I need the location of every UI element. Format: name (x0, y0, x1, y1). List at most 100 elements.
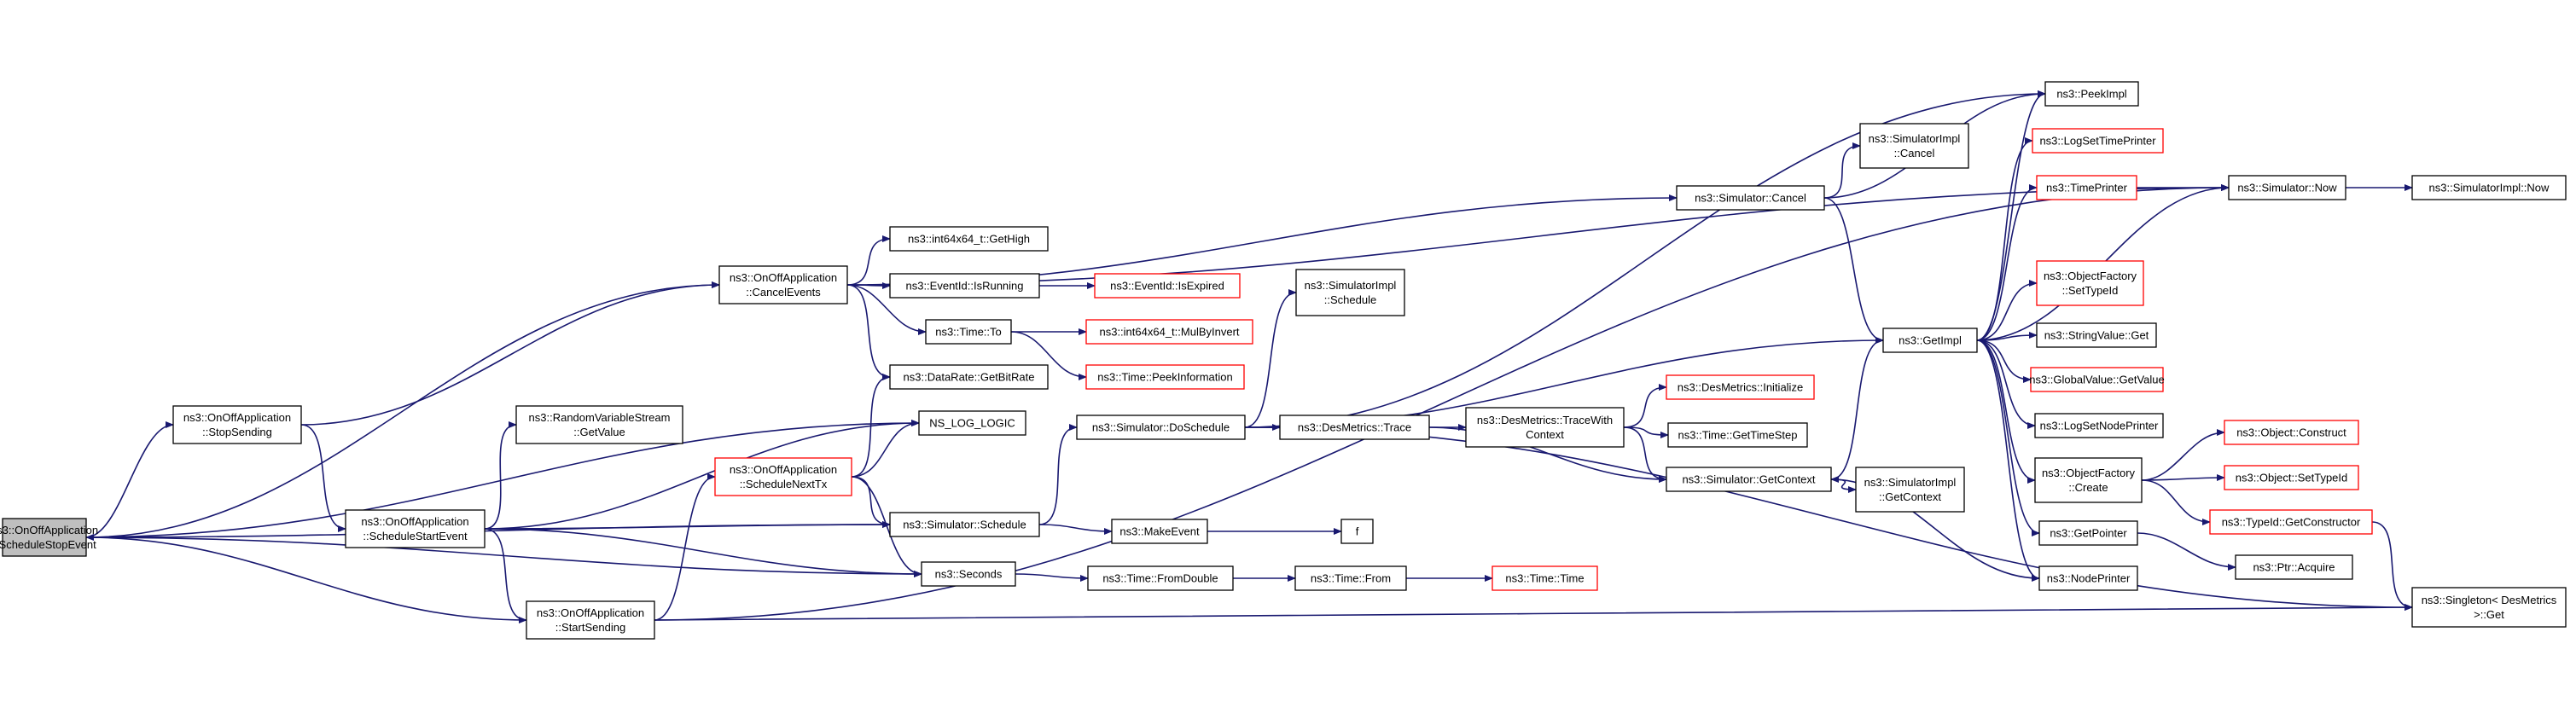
node-timetime[interactable]: ns3::Time::Time (1492, 565, 1598, 591)
edge-line (1244, 426, 2413, 611)
edge-timeto-to-peekinfo (1010, 331, 1087, 380)
edge-stopevent-to-nslog (85, 420, 920, 538)
node-stopsending[interactable]: ns3::OnOffApplication::StopSending (172, 405, 302, 444)
node-timeprinter[interactable]: ns3::TimePrinter (2036, 175, 2137, 200)
edge-ofcreate-to-objconstruct (2141, 429, 2225, 481)
node-box (1666, 374, 1815, 400)
node-label: ns3::TypeId::GetConstructor (2222, 516, 2361, 529)
node-f[interactable]: f (1340, 519, 1374, 544)
edge-line (1976, 280, 2038, 341)
nodes-layer: ns3::OnOffApplication::ScheduleStopEvent… (0, 81, 2567, 640)
node-label: ns3::Time::GetTimeStep (1678, 429, 1798, 442)
node-box (1465, 407, 1625, 448)
node-stringget[interactable]: ns3::StringValue::Get (2036, 322, 2157, 348)
edge-cancelevents-to-bitrate (846, 284, 891, 380)
node-label: ns3::EventId::IsExpired (1110, 280, 1224, 293)
node-timefrom[interactable]: ns3::Time::From (1294, 565, 1407, 591)
node-box (1279, 415, 1430, 440)
edge-line (484, 528, 922, 577)
node-box (2, 518, 87, 557)
edge-line (2137, 532, 2236, 571)
edge-tracewith-to-getcontext (1623, 426, 1667, 483)
node-label: ::ScheduleStartEvent (363, 530, 468, 542)
node-isexpired[interactable]: ns3::EventId::IsExpired (1094, 273, 1241, 299)
node-destrace[interactable]: ns3::DesMetrics::Trace (1279, 415, 1430, 440)
node-objsettypeid[interactable]: ns3::Object::SetTypeId (2224, 465, 2359, 490)
node-ofcreate[interactable]: ns3::ObjectFactory::Create (2034, 457, 2143, 503)
node-box (345, 509, 486, 548)
node-schedule[interactable]: ns3::Simulator::Schedule (889, 512, 1040, 537)
node-gettimestep[interactable]: ns3::Time::GetTimeStep (1667, 422, 1808, 448)
node-seconds[interactable]: ns3::Seconds (921, 561, 1016, 587)
node-box (1676, 185, 1825, 211)
node-implschedule[interactable]: ns3::SimulatorImpl::Schedule (1295, 269, 1405, 316)
edge-line (1976, 339, 2032, 383)
edge-getimpl-to-getpointer (1976, 339, 2040, 536)
node-bitrate[interactable]: ns3::DataRate::GetBitRate (889, 364, 1049, 390)
node-desinit[interactable]: ns3::DesMetrics::Initialize (1666, 374, 1815, 400)
edge-getimpl-to-nodeprinter (1976, 339, 2040, 582)
node-globalget[interactable]: ns3::GlobalValue::GetValue (2029, 367, 2165, 392)
node-box (1085, 319, 1253, 345)
node-lognode[interactable]: ns3::LogSetNodePrinter (2034, 413, 2164, 438)
node-box (2411, 175, 2567, 200)
node-box (2044, 81, 2139, 107)
node-makeevent[interactable]: ns3::MakeEvent (1111, 519, 1208, 544)
edge-line (1976, 184, 2038, 341)
node-box (1666, 467, 1832, 492)
node-startevent[interactable]: ns3::OnOffApplication::ScheduleStartEven… (345, 509, 486, 548)
edge-cancelevents-to-simnow (846, 184, 2230, 286)
node-getpointer[interactable]: ns3::GetPointer (2038, 520, 2138, 546)
edge-line (1823, 197, 1884, 344)
node-stopevent[interactable]: ns3::OnOffApplication::ScheduleStopEvent (0, 518, 98, 557)
node-label: ns3::SimulatorImpl (1864, 476, 1957, 489)
node-doschedule[interactable]: ns3::Simulator::DoSchedule (1076, 415, 1246, 440)
node-objconstruct[interactable]: ns3::Object::Construct (2224, 420, 2359, 445)
node-nextx[interactable]: ns3::OnOffApplication::ScheduleNextTx (714, 457, 852, 496)
edge-stopevent-to-stopsending (85, 421, 174, 538)
edge-startsending-to-simnow (654, 184, 2230, 621)
node-peekinfo[interactable]: ns3::Time::PeekInformation (1085, 364, 1245, 390)
node-isrunning[interactable]: ns3::EventId::IsRunning (889, 273, 1040, 299)
node-peekimpl[interactable]: ns3::PeekImpl (2044, 81, 2139, 107)
node-cancelevents[interactable]: ns3::OnOffApplication::CancelEvents (718, 265, 848, 304)
node-mulbyinvert[interactable]: ns3::int64x64_t::MulByInvert (1085, 319, 1253, 345)
edge-cancelevents-to-gethigh (846, 235, 891, 286)
edge-schedule-to-makeevent (1038, 524, 1113, 535)
node-box (2036, 175, 2137, 200)
node-label: ns3::MakeEvent (1119, 525, 1200, 538)
node-label: f (1356, 525, 1359, 538)
node-implnow[interactable]: ns3::SimulatorImpl::Now (2411, 175, 2567, 200)
node-logsettime[interactable]: ns3::LogSetTimePrinter (2032, 128, 2164, 154)
node-simcancel[interactable]: ns3::Simulator::Cancel (1676, 185, 1825, 211)
node-getconstructor[interactable]: ns3::TypeId::GetConstructor (2209, 509, 2373, 535)
node-startsending[interactable]: ns3::OnOffApplication::StartSending (526, 600, 655, 640)
node-getimpl[interactable]: ns3::GetImpl (1882, 328, 1978, 353)
node-label: ns3::Simulator::DoSchedule (1092, 421, 1230, 434)
node-ptracquire[interactable]: ns3::Ptr::Acquire (2235, 554, 2353, 580)
node-singleton[interactable]: ns3::Singleton< DesMetrics >::Get (2411, 587, 2567, 628)
node-gethigh[interactable]: ns3::int64x64_t::GetHigh (889, 226, 1049, 252)
node-implcancel[interactable]: ns3::SimulatorImpl::Cancel (1859, 123, 1969, 169)
node-implgetcontext[interactable]: ns3::SimulatorImpl::GetContext (1855, 467, 1965, 513)
node-box (1855, 467, 1965, 513)
edge-getimpl-to-stringget (1976, 332, 2038, 341)
edge-line (654, 184, 2230, 621)
node-timeto[interactable]: ns3::Time::To (925, 319, 1012, 345)
edge-line (1623, 384, 1667, 428)
node-label: ns3::PeekImpl (2056, 88, 2126, 101)
edge-line (2141, 474, 2225, 482)
node-nslog[interactable]: NS_LOG_LOGIC (918, 410, 1026, 436)
node-box (1094, 273, 1241, 299)
node-fromdouble[interactable]: ns3::Time::FromDouble (1087, 565, 1234, 591)
node-ofsettypeid[interactable]: ns3::ObjectFactory::SetTypeId (2036, 260, 2144, 306)
node-getcontext[interactable]: ns3::Simulator::GetContext (1666, 467, 1832, 492)
node-label: ns3::int64x64_t::GetHigh (908, 233, 1030, 246)
node-simnow[interactable]: ns3::Simulator::Now (2228, 175, 2346, 200)
edge-getimpl-to-timeprinter (1976, 184, 2038, 341)
node-rvs[interactable]: ns3::RandomVariableStream::GetValue (515, 405, 683, 444)
node-nodeprinter[interactable]: ns3::NodePrinter (2038, 565, 2138, 591)
edge-line (1038, 524, 1113, 535)
